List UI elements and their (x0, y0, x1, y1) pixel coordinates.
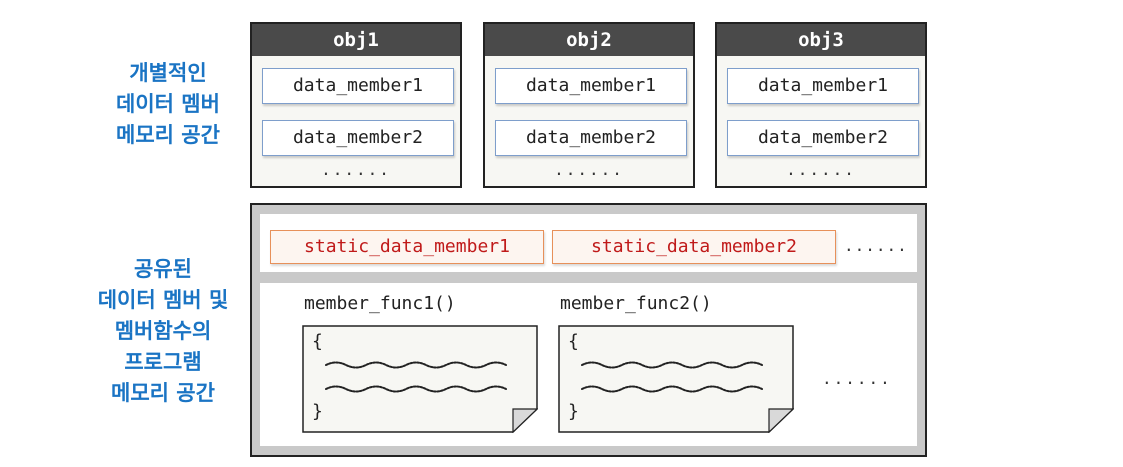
function-name: member_func2() (560, 293, 712, 314)
more-static-ellipsis: ...... (844, 236, 908, 255)
data-member: data_member2 (727, 120, 919, 156)
data-member: data_member1 (727, 68, 919, 104)
more-members-ellipsis: ...... (786, 160, 856, 179)
object-header: obj2 (485, 24, 693, 56)
data-member: data_member2 (262, 120, 454, 156)
object-header: obj1 (252, 24, 460, 56)
static-data-member: static_data_member2 (552, 230, 836, 264)
open-brace: { (568, 331, 579, 352)
object-box-obj2: obj2 data_member1 data_member2 ...... (483, 22, 695, 188)
member-functions-panel: member_func1() { } member_func2() { } ..… (260, 283, 917, 446)
more-members-ellipsis: ...... (321, 160, 391, 179)
function-body-page: { } (558, 325, 794, 433)
data-member: data_member1 (495, 68, 687, 104)
close-brace: } (568, 401, 579, 422)
close-brace: } (312, 401, 323, 422)
object-box-obj3: obj3 data_member1 data_member2 ...... (715, 22, 927, 188)
data-member: data_member1 (262, 68, 454, 104)
object-box-obj1: obj1 data_member1 data_member2 ...... (250, 22, 462, 188)
code-page-icon (302, 325, 538, 433)
individual-memory-label: 개별적인 데이터 멤버 메모리 공간 (116, 61, 220, 147)
shared-memory-label: 공유된 데이터 멤버 및 멤버함수의 프로그램 메모리 공간 (97, 257, 229, 405)
object-header: obj3 (717, 24, 925, 56)
more-members-ellipsis: ...... (554, 160, 624, 179)
open-brace: { (312, 331, 323, 352)
shared-memory-box: static_data_member1 static_data_member2 … (250, 203, 927, 457)
data-member: data_member2 (495, 120, 687, 156)
function-body-page: { } (302, 325, 538, 433)
static-members-panel: static_data_member1 static_data_member2 … (260, 214, 917, 272)
function-name: member_func1() (304, 293, 456, 314)
code-page-icon (558, 325, 794, 433)
more-functions-ellipsis: ...... (822, 369, 892, 388)
static-data-member: static_data_member1 (270, 230, 544, 264)
